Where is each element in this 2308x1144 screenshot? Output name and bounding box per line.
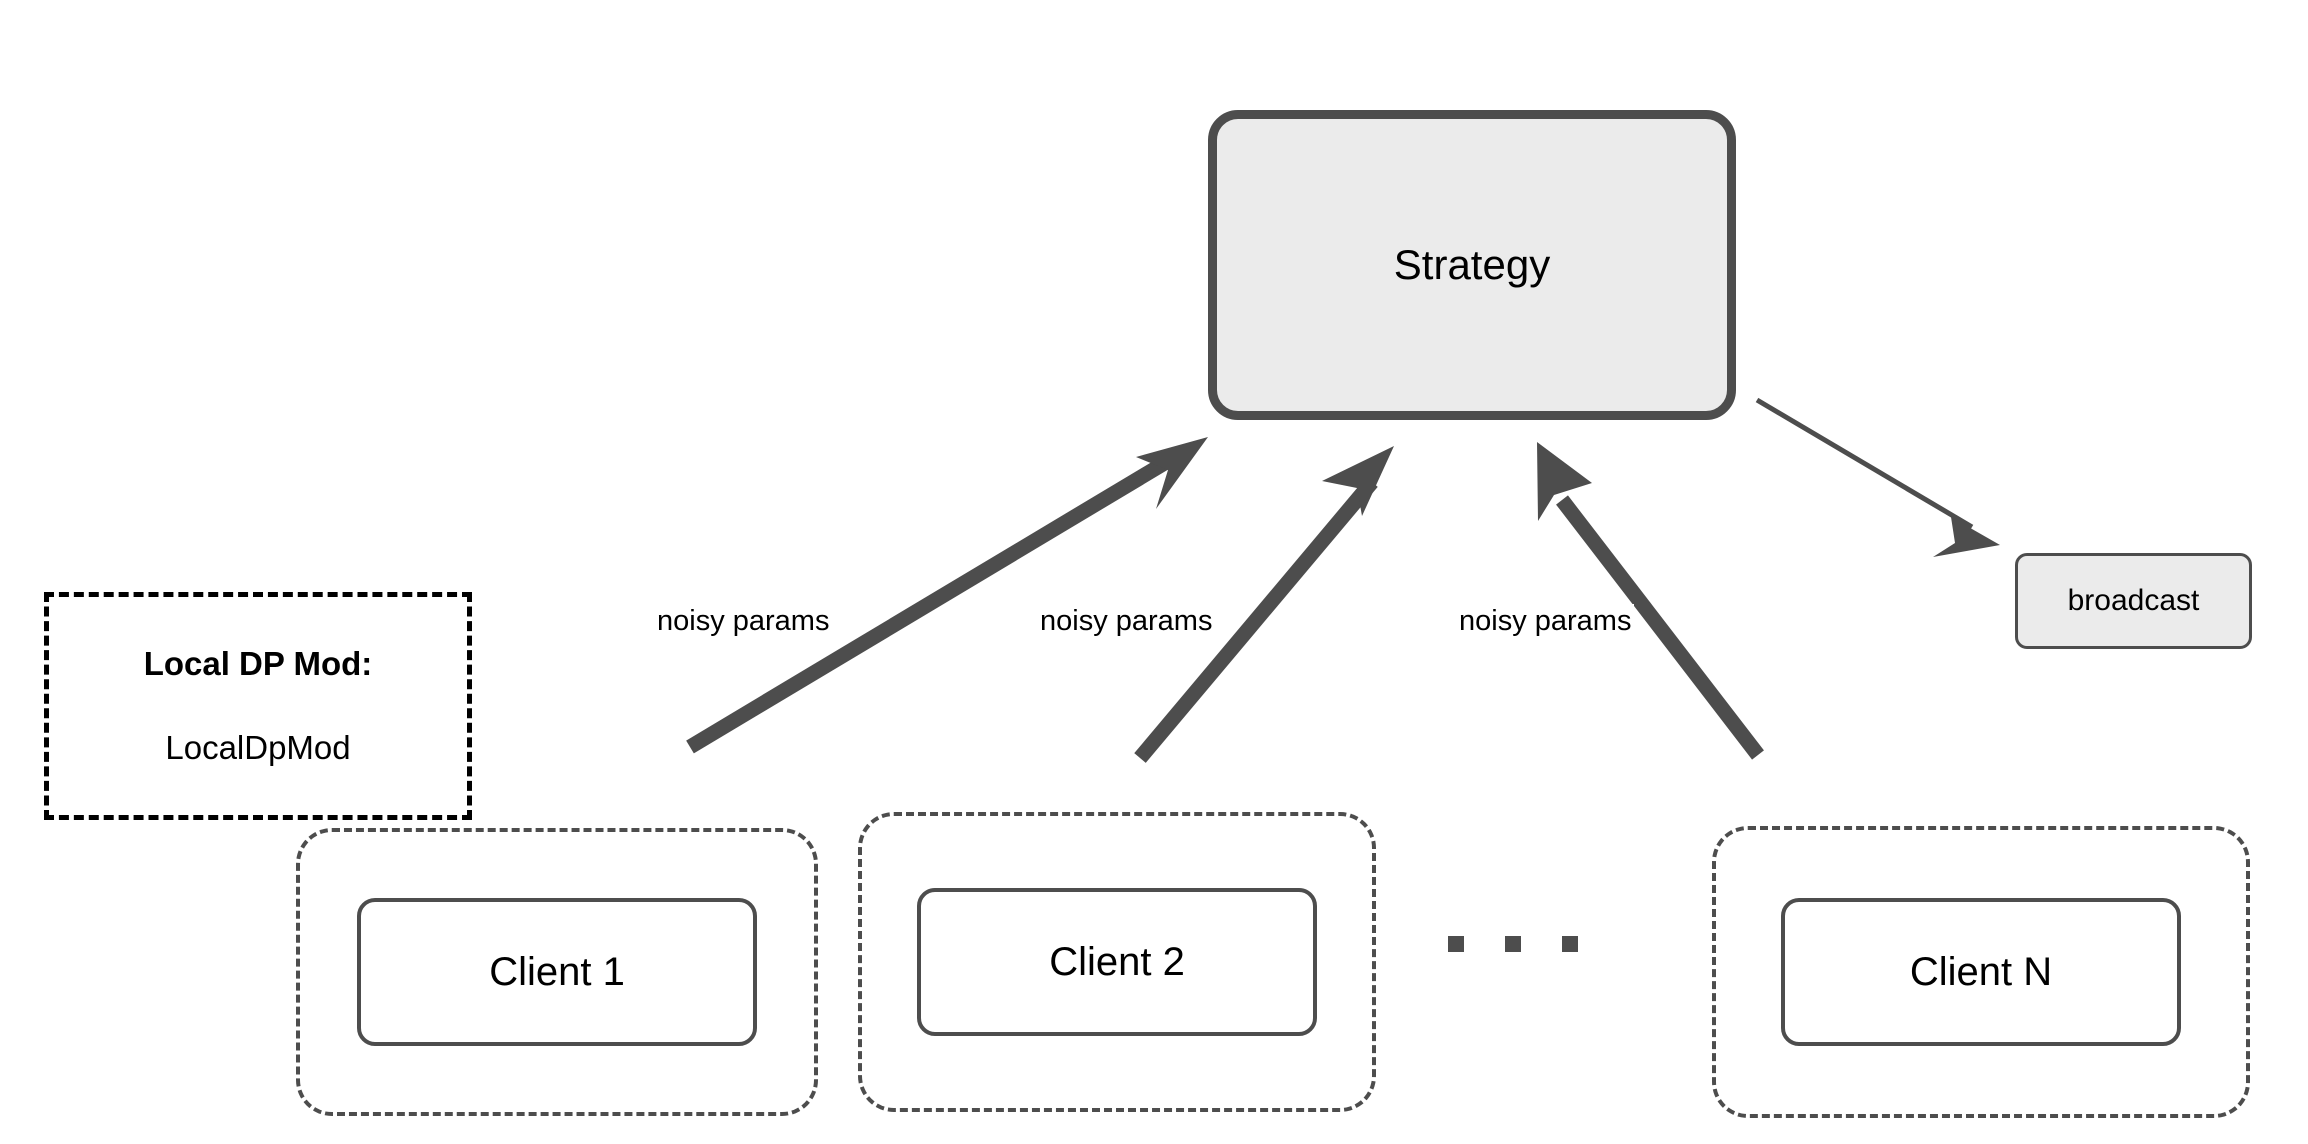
strategy-node[interactable]: Strategy	[1208, 110, 1736, 420]
edge-client1-to-strategy	[686, 437, 1208, 754]
client-group-2[interactable]: Client 2	[858, 812, 1376, 1112]
edge-label-noisy-params-2: noisy params	[1037, 604, 1216, 639]
ellipsis-dot	[1448, 936, 1464, 952]
legend-value: LocalDpMod	[165, 729, 351, 766]
client-box-n[interactable]: Client N	[1781, 898, 2181, 1046]
legend-title: Local DP Mod:	[143, 645, 373, 682]
edge-clientn-to-strategy	[1537, 442, 1764, 760]
broadcast-node[interactable]: broadcast	[2015, 553, 2252, 649]
local-dp-mod-legend: Local DP Mod: LocalDpMod	[44, 592, 472, 820]
edge-strategy-to-broadcast	[1755, 397, 2000, 557]
arrowhead-open	[1322, 446, 1394, 516]
strategy-label: Strategy	[1393, 240, 1551, 288]
edge-client2-to-strategy	[1134, 446, 1394, 763]
edge-label-noisy-params-3: noisy params	[1456, 604, 1635, 639]
ellipsis-dot	[1505, 936, 1521, 952]
broadcast-label: broadcast	[2067, 584, 2200, 617]
client-box-2[interactable]: Client 2	[917, 888, 1317, 1036]
edge-shaft	[1755, 397, 1974, 530]
edge-label-noisy-params-1: noisy params	[654, 604, 833, 639]
arrowhead-open	[1537, 442, 1592, 521]
ellipsis-dot	[1562, 936, 1578, 952]
client-box-1[interactable]: Client 1	[357, 898, 757, 1046]
arrowhead-solid	[1933, 517, 2000, 557]
client-label-n: Client N	[1909, 949, 2053, 994]
client-label-2: Client 2	[1049, 939, 1185, 984]
client-group-n[interactable]: Client N	[1712, 826, 2250, 1118]
ellipsis-icon	[1448, 936, 1578, 952]
client-group-1[interactable]: Client 1	[296, 828, 818, 1116]
client-label-1: Client 1	[489, 949, 625, 994]
edge-shaft	[686, 448, 1182, 754]
arrowhead-open	[1136, 437, 1208, 509]
